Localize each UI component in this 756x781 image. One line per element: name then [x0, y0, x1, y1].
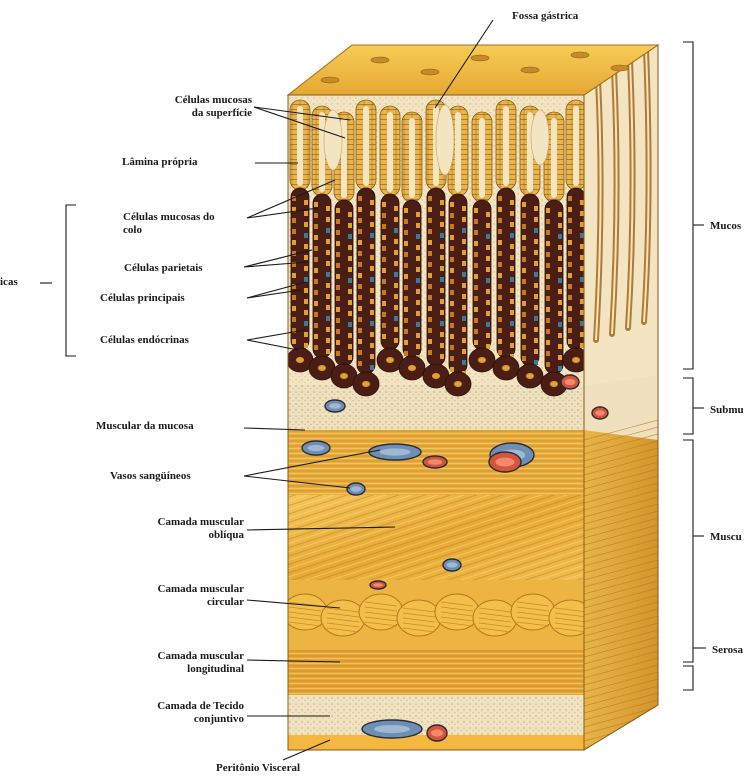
label-layer-serosa: Serosa — [712, 644, 743, 657]
label-layer-muscular: Muscu — [710, 531, 742, 544]
label-peritonio-visceral: Peritônio Visceral — [216, 762, 300, 775]
gland — [377, 106, 403, 372]
label-vasos-sanguineos: Vasos sangüíneos — [110, 470, 191, 483]
label-line: Camada de Tecido — [110, 700, 244, 713]
label-glandulas-truncated: icas — [0, 276, 18, 289]
label-camada-tecido-conjuntivo: Camada de Tecido conjuntivo — [110, 700, 244, 726]
label-line: colo — [123, 224, 215, 237]
bracket — [683, 378, 693, 434]
label-celulas-mucosas-superficie: Células mucosas da superfície — [120, 94, 252, 120]
label-line: conjuntivo — [110, 713, 244, 726]
gastric-pit — [571, 52, 589, 58]
bracket — [683, 666, 693, 690]
bracket — [66, 205, 76, 356]
gastric-pit — [611, 65, 629, 71]
gastric-pit — [321, 77, 339, 83]
lamina-column — [531, 110, 549, 165]
label-line: circular — [112, 596, 244, 609]
label-line: Camada muscular — [110, 516, 244, 529]
gland — [399, 112, 425, 380]
label-line: Células mucosas do — [123, 211, 215, 224]
label-camada-muscular-circular: Camada muscular circular — [112, 583, 244, 609]
label-lamina-propria: Lâmina própria — [122, 156, 197, 169]
label-line: Células mucosas — [120, 94, 252, 107]
label-celulas-principais: Células principais — [100, 292, 185, 305]
gland — [493, 100, 519, 380]
bracket — [683, 42, 693, 369]
gland — [469, 112, 495, 372]
bracket — [683, 440, 693, 662]
block-side — [584, 45, 658, 755]
gastric-pit — [471, 55, 489, 61]
label-celulas-parietais: Células parietais — [124, 262, 203, 275]
label-celulas-mucosas-colo: Células mucosas do colo — [123, 211, 215, 237]
label-celulas-endocrinas: Células endócrinas — [100, 334, 189, 347]
label-line: da superfície — [120, 107, 252, 120]
label-line: Camada muscular — [112, 583, 244, 596]
gastric-pit — [421, 69, 439, 75]
gastric-pit — [521, 67, 539, 73]
label-line: longitudinal — [110, 663, 244, 676]
label-muscular-da-mucosa: Muscular da mucosa — [96, 420, 194, 433]
label-fossa-gastrica: Fossa gástrica — [512, 10, 578, 23]
label-camada-muscular-obliqua: Camada muscular oblíqua — [110, 516, 244, 542]
label-camada-muscular-longitudinal: Camada muscular longitudinal — [110, 650, 244, 676]
label-layer-submucosa: Submu — [710, 404, 744, 417]
label-layer-mucosa: Mucos — [710, 220, 741, 233]
gastric-pit — [371, 57, 389, 63]
lamina-column — [436, 105, 454, 175]
gland — [353, 100, 379, 396]
label-line: oblíqua — [110, 529, 244, 542]
label-line: Camada muscular — [110, 650, 244, 663]
